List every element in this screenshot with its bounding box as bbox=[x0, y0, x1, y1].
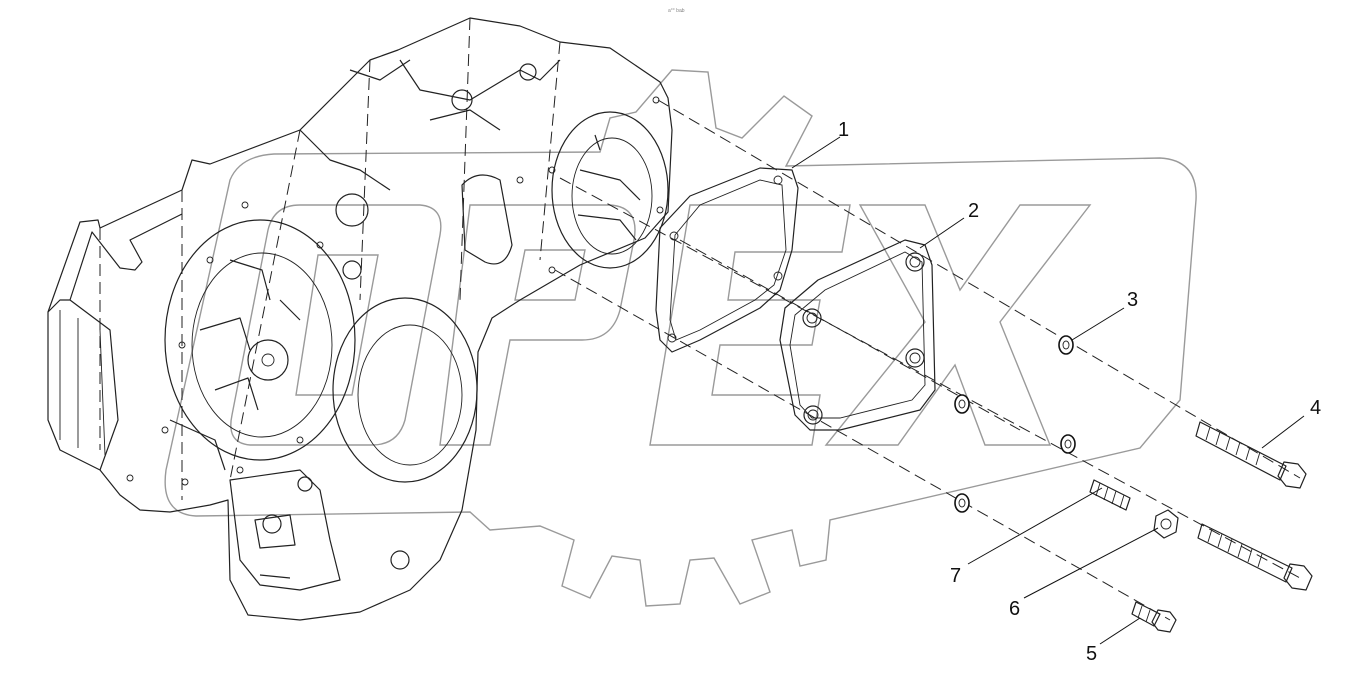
stud bbox=[1089, 479, 1131, 511]
cover-bolt-hole-2 bbox=[802, 308, 822, 328]
left-hub bbox=[247, 339, 289, 381]
opex-watermark bbox=[164, 69, 1197, 607]
housing-hidden-edges bbox=[99, 17, 561, 500]
middle-bore-inner bbox=[357, 324, 463, 466]
gasket-hole-2 bbox=[669, 231, 679, 241]
cover-bevel bbox=[789, 251, 926, 419]
watermark-letter-p bbox=[439, 204, 636, 446]
lower-right-boss bbox=[297, 476, 313, 492]
center-boss bbox=[342, 260, 362, 280]
housing-outline bbox=[47, 17, 673, 621]
housing-top-ribs bbox=[299, 59, 561, 191]
callout-1: 1 bbox=[838, 119, 849, 141]
callout-7: 7 bbox=[950, 565, 961, 587]
washer-4 bbox=[954, 493, 970, 513]
gasket bbox=[655, 167, 799, 353]
callout-3: 3 bbox=[1127, 289, 1138, 311]
cover-plate bbox=[779, 239, 936, 431]
leader-5 bbox=[1099, 617, 1141, 645]
housing-left-face bbox=[59, 310, 106, 456]
middle-bore bbox=[332, 297, 478, 483]
cover-bolt-hole-4 bbox=[803, 405, 823, 425]
top-boss-2 bbox=[519, 63, 537, 81]
gasket-inner bbox=[669, 179, 787, 341]
top-caption: a°° ba̵b bbox=[668, 8, 685, 14]
gear-housing bbox=[47, 17, 673, 621]
watermark-letter-e bbox=[649, 204, 851, 446]
leader-2 bbox=[919, 217, 965, 249]
long-bolts bbox=[1195, 421, 1313, 591]
upper-bore-inner bbox=[571, 137, 653, 255]
left-bore-ribs bbox=[169, 259, 301, 471]
nut bbox=[1153, 509, 1179, 539]
leader-4 bbox=[1261, 415, 1305, 449]
left-bearing-bore bbox=[164, 219, 356, 461]
gasket-hole-4 bbox=[667, 333, 677, 343]
callout-2: 2 bbox=[968, 200, 979, 222]
leader-3 bbox=[1071, 307, 1125, 341]
callout-6: 6 bbox=[1009, 598, 1020, 620]
upper-bore bbox=[551, 111, 669, 269]
top-boss-3 bbox=[335, 193, 369, 227]
callout-4: 4 bbox=[1310, 397, 1321, 419]
axis-top bbox=[657, 99, 1301, 479]
leader-6 bbox=[1023, 527, 1159, 599]
long-bolt-lower bbox=[1197, 523, 1313, 591]
housing-left-flange bbox=[47, 213, 183, 471]
washer-3 bbox=[1060, 434, 1076, 454]
housing-bolt-holes bbox=[126, 96, 664, 486]
washer-2 bbox=[954, 394, 970, 414]
callout-labels: 1 2 3 4 5 6 7 bbox=[838, 119, 1321, 665]
gasket-hole-1 bbox=[773, 175, 783, 185]
bottom-boss bbox=[262, 514, 282, 534]
housing-bottom-foot bbox=[229, 469, 341, 591]
callout-5: 5 bbox=[1086, 643, 1097, 665]
top-boss-1 bbox=[451, 89, 473, 111]
upper-bore-ribs bbox=[577, 134, 641, 241]
left-hub-hole bbox=[261, 353, 275, 367]
leader-7 bbox=[967, 487, 1103, 565]
bottom-right-boss bbox=[390, 550, 410, 570]
cover-bolt-hole-3 bbox=[905, 348, 925, 368]
cover-outer bbox=[779, 239, 936, 431]
long-bolt-upper bbox=[1195, 421, 1307, 489]
watermark-letter-x bbox=[824, 204, 1092, 446]
watermark-gear-outline bbox=[164, 69, 1197, 607]
gasket-hole-3 bbox=[773, 271, 783, 281]
leader-1 bbox=[791, 136, 841, 169]
cover-bolt-hole-1 bbox=[905, 252, 925, 272]
left-bearing-bore-inner bbox=[191, 252, 333, 438]
washers bbox=[954, 335, 1076, 513]
axis-middle bbox=[559, 177, 1301, 579]
gasket-outer bbox=[655, 167, 799, 353]
inspection-pad bbox=[461, 174, 513, 265]
axis-bottom bbox=[554, 269, 1171, 621]
leader-lines bbox=[791, 136, 1305, 645]
assembly-axes bbox=[554, 99, 1301, 621]
washer-1 bbox=[1058, 335, 1074, 355]
short-bolt bbox=[1131, 601, 1177, 633]
